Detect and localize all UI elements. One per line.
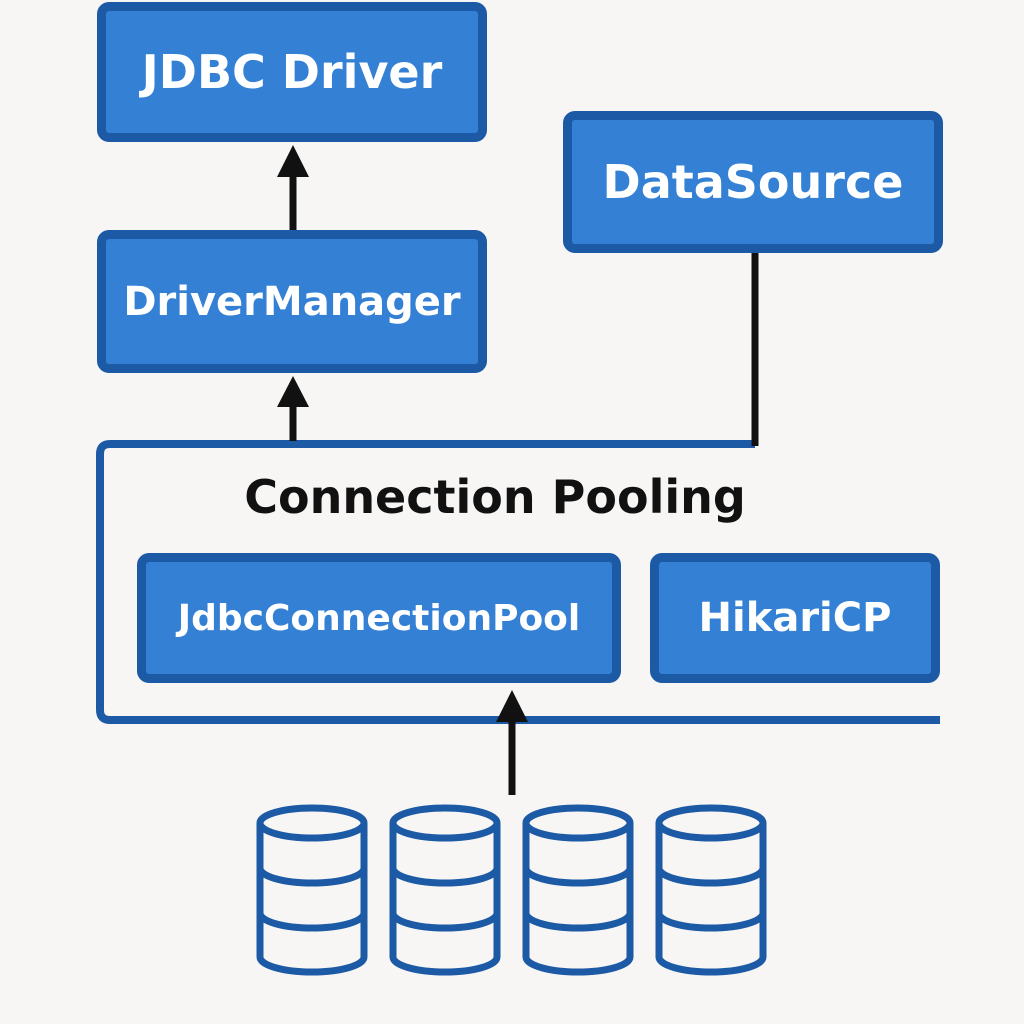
data-source-label: DataSource: [602, 155, 904, 209]
hikari-cp-label: HikariCP: [698, 595, 892, 641]
database-icon: [389, 804, 501, 976]
jdbc-driver-label: JDBC Driver: [141, 45, 443, 99]
driver-manager-box: DriverManager: [97, 230, 487, 373]
arrow-drivermanager-to-jdbcdriver: [277, 145, 309, 230]
connection-pooling-title: Connection Pooling: [244, 470, 746, 524]
hikari-cp-box: HikariCP: [650, 553, 940, 683]
driver-manager-label: DriverManager: [123, 278, 461, 325]
jdbc-driver-box: JDBC Driver: [97, 2, 487, 142]
connection-pooling-container: [96, 440, 940, 724]
database-icon: [522, 804, 634, 976]
jdbc-connection-pool-box: JdbcConnectionPool: [137, 553, 621, 683]
jdbc-connection-pool-label: JdbcConnectionPool: [177, 597, 581, 639]
arrow-databases-to-pool: [496, 690, 528, 795]
database-group: [256, 804, 767, 976]
data-source-box: DataSource: [563, 111, 943, 253]
database-icon: [655, 804, 767, 976]
arrow-pool-to-drivermanager: [277, 376, 309, 441]
database-icon: [256, 804, 368, 976]
